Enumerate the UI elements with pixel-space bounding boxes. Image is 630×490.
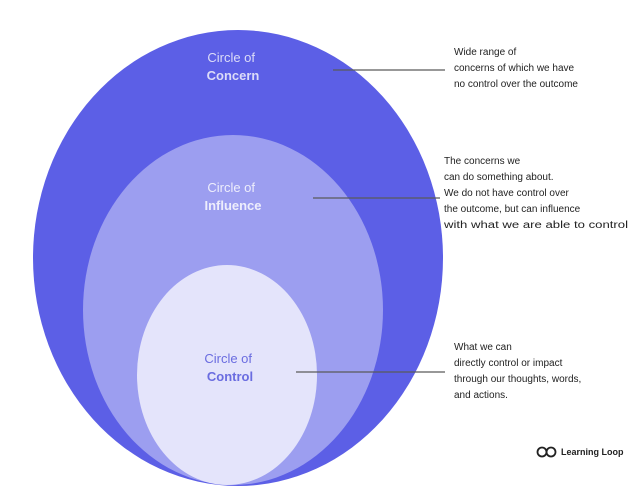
concern-label-line2: Concern — [207, 68, 260, 83]
influence-description: The concerns we can do something about. … — [443, 156, 628, 231]
control-desc-line: through our thoughts, words, — [454, 374, 581, 385]
concern-description: Wide range of concerns of which we have … — [454, 47, 578, 90]
control-label: Circle of Control — [204, 351, 255, 384]
infinity-loop-icon — [536, 446, 557, 458]
concern-label: Circle of Concern — [207, 50, 260, 83]
control-label-line1: Circle of — [204, 351, 252, 366]
brand-name: Learning Loop — [561, 447, 624, 457]
circle-of-control — [137, 265, 317, 485]
control-desc-line: and actions. — [454, 390, 508, 401]
concern-desc-line: concerns of which we have — [454, 63, 575, 74]
influence-desc-line: can do something about. — [444, 172, 554, 183]
influence-label: Circle of Influence — [204, 180, 261, 213]
concern-desc-line: Wide range of — [454, 47, 516, 58]
control-description: What we can directly control or impact t… — [454, 342, 584, 401]
influence-label-line1: Circle of — [207, 180, 255, 195]
influence-label-line2: Influence — [204, 198, 261, 213]
control-label-line2: Control — [207, 369, 253, 384]
influence-desc-line: We do not have control over — [444, 188, 570, 199]
control-desc-line: What we can — [454, 342, 512, 353]
brand-logo: Learning Loop — [536, 446, 624, 458]
control-desc-line: directly control or impact — [454, 358, 563, 369]
influence-desc-line: with what we are able to control — [443, 220, 628, 231]
concern-desc-line: no control over the outcome — [454, 79, 578, 90]
influence-desc-line: the outcome, but can influence — [444, 204, 581, 215]
concern-label-line1: Circle of — [207, 50, 255, 65]
influence-desc-line: The concerns we — [444, 156, 521, 167]
